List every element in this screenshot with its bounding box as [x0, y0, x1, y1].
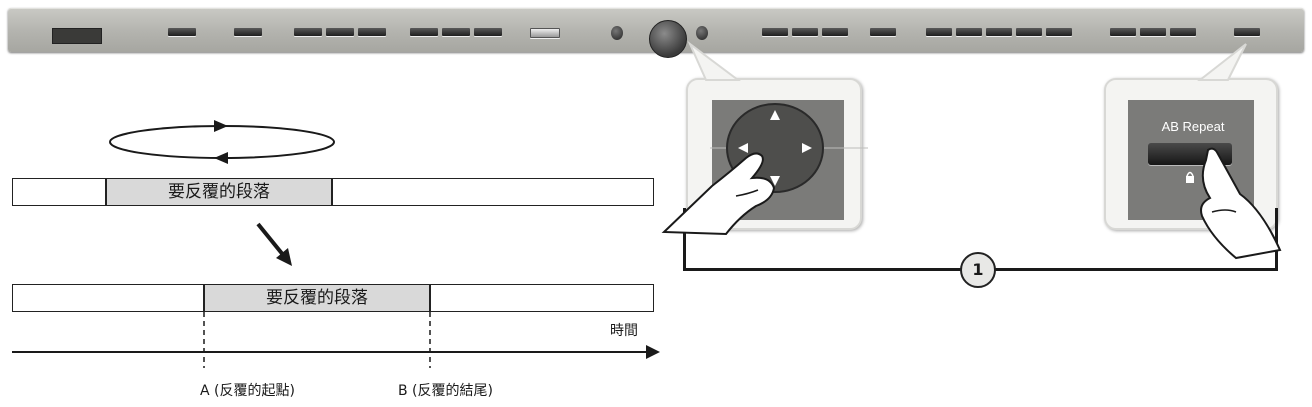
step-number-badge: 1: [960, 252, 996, 288]
panel-button[interactable]: [1140, 28, 1166, 36]
panel-button[interactable]: [1016, 28, 1042, 36]
ab-repeat-callout-tail: [1197, 43, 1247, 81]
loop-arrows-icon: [109, 125, 335, 159]
diagonal-arrow-icon: [256, 222, 286, 258]
panel-button[interactable]: [474, 28, 502, 36]
panel-button[interactable]: [294, 28, 322, 36]
panel-knob-right[interactable]: [696, 26, 708, 40]
panel-button[interactable]: [1046, 28, 1072, 36]
panel-button[interactable]: [792, 28, 818, 36]
panel-button[interactable]: [442, 28, 470, 36]
hand-finger-crease: [1211, 209, 1237, 213]
pointing-hand-icon: [1200, 147, 1282, 260]
panel-button[interactable]: [530, 28, 560, 38]
panel-button[interactable]: [326, 28, 354, 36]
panel-display: [52, 28, 102, 44]
cursor-down-icon: [770, 176, 780, 186]
hand-finger-crease: [735, 189, 759, 197]
panel-button[interactable]: [410, 28, 438, 36]
ab-repeat-label: AB Repeat: [1161, 119, 1225, 134]
panel-button[interactable]: [926, 28, 952, 36]
ab-repeat-panel-button[interactable]: [1234, 28, 1260, 36]
panel-button[interactable]: [986, 28, 1012, 36]
panel-button[interactable]: [956, 28, 982, 36]
panel-button[interactable]: [234, 28, 262, 36]
cursor-pad[interactable]: [649, 20, 687, 58]
panel-button[interactable]: [870, 28, 896, 36]
panel-button[interactable]: [762, 28, 788, 36]
cursor-callout-tail: [687, 40, 741, 81]
lock-shackle: [1186, 171, 1194, 177]
diagonal-arrowhead: [276, 248, 292, 266]
lock-icon: [1186, 176, 1194, 183]
cursor-right-icon: [802, 143, 812, 153]
loop-arrowhead-top: [214, 120, 228, 132]
point-b-label: B (反覆的結尾): [398, 383, 493, 399]
time-axis-arrowhead: [646, 345, 660, 359]
loop-arrowhead-bottom: [214, 152, 228, 164]
pointing-hand-icon: [661, 152, 776, 236]
panel-button[interactable]: [168, 28, 196, 36]
repeat-segment-bottom: 要反覆的段落: [203, 285, 431, 311]
panel-knob-left[interactable]: [611, 26, 623, 40]
repeat-segment-top: 要反覆的段落: [105, 179, 333, 205]
instrument-control-panel: [8, 8, 1304, 58]
panel-button[interactable]: [1170, 28, 1196, 36]
point-a-label: A (反覆的起點): [200, 383, 295, 399]
cursor-up-icon: [770, 110, 780, 120]
panel-button[interactable]: [822, 28, 848, 36]
cursor-left-icon: [738, 143, 748, 153]
panel-button[interactable]: [358, 28, 386, 36]
time-axis-label: 時間: [610, 323, 638, 339]
panel-button[interactable]: [1110, 28, 1136, 36]
